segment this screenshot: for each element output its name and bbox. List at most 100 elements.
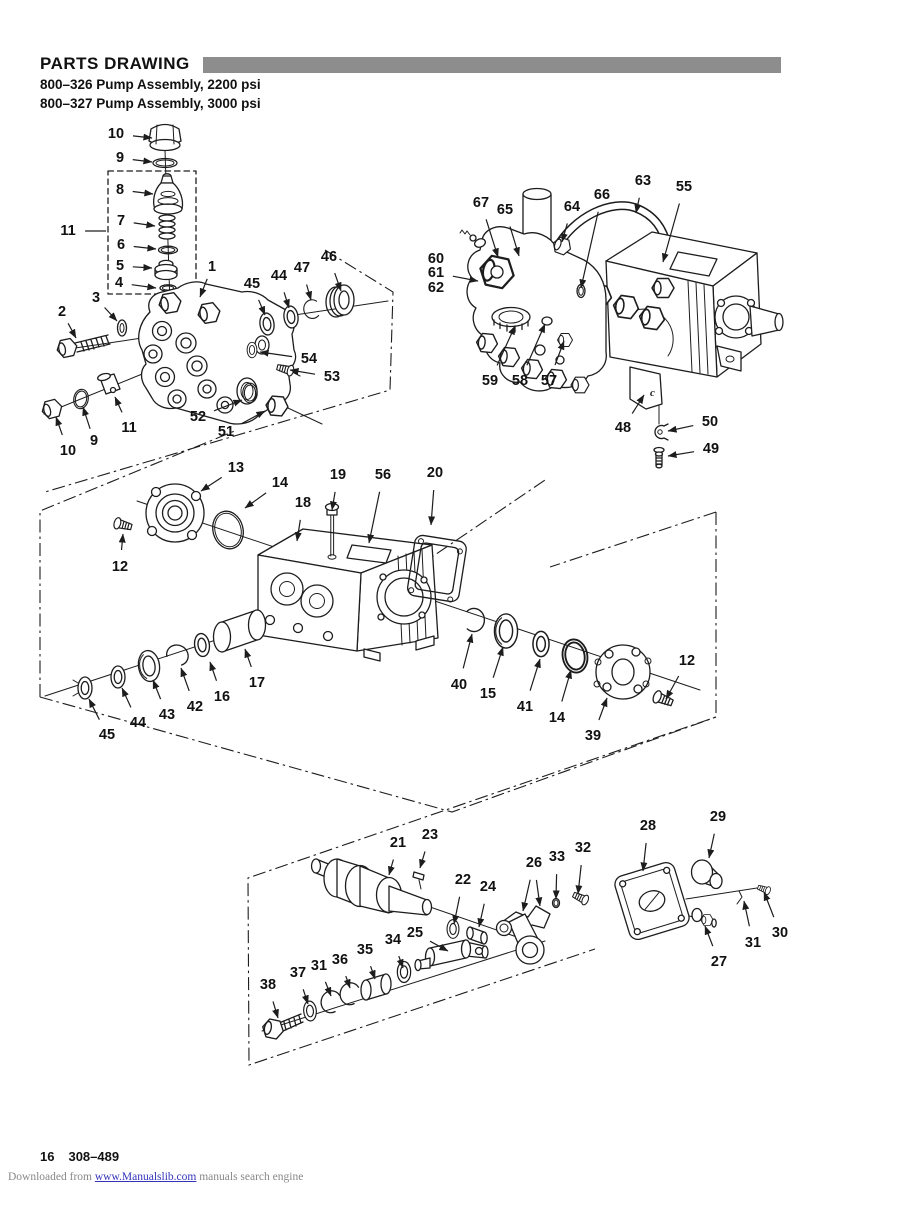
svg-text:9: 9: [90, 433, 98, 449]
callout-14: 14: [549, 669, 572, 726]
callout-53: 53: [289, 367, 340, 385]
callout-47: 47: [294, 260, 313, 301]
callout-63: 63: [634, 173, 651, 214]
svg-text:58: 58: [512, 373, 528, 389]
assembly-subtitle-2200psi: 800–326 Pump Assembly, 2200 psi: [40, 77, 261, 92]
callout-36: 36: [332, 952, 351, 989]
svg-text:43: 43: [159, 707, 175, 723]
callout-45: 45: [88, 698, 115, 743]
svg-text:10: 10: [60, 443, 76, 459]
callout-7: 7: [117, 213, 156, 229]
svg-text:39: 39: [585, 728, 601, 744]
callout-59: 59: [482, 325, 516, 389]
callout-6: 6: [117, 237, 157, 253]
callout-11: 11: [114, 396, 137, 436]
svg-text:40: 40: [451, 677, 467, 693]
callout-28: 28: [640, 818, 656, 872]
svg-text:14: 14: [549, 710, 565, 726]
callout-10: 10: [55, 416, 76, 459]
callout-23: 23: [419, 827, 438, 869]
svg-text:2: 2: [58, 304, 66, 320]
callout-41: 41: [517, 658, 541, 715]
callout-52: 52: [190, 399, 243, 425]
callout-15: 15: [480, 646, 504, 702]
o-ring-9: [152, 157, 178, 169]
svg-text:17: 17: [249, 675, 265, 691]
callout-57: 57: [541, 340, 565, 389]
callout-39: 39: [585, 697, 608, 744]
callout-24: 24: [477, 879, 496, 928]
page-title: PARTS DRAWING: [40, 54, 190, 73]
snap-ring-40: [466, 607, 486, 633]
valve-cap-plug: [148, 123, 182, 152]
svg-text:7: 7: [117, 213, 125, 229]
cylinder-sleeve-17: [212, 609, 267, 653]
svg-text:21: 21: [390, 835, 406, 851]
svg-text:41: 41: [517, 699, 533, 715]
pump-manifold-head: [459, 226, 607, 394]
phantom-boundary-lines: [39, 249, 717, 1066]
svg-text:49: 49: [703, 441, 719, 457]
callout-56: 56: [367, 467, 391, 544]
manifold-exploded-view: [39, 123, 389, 425]
callout-66: 66: [579, 187, 610, 289]
svg-text:61: 61: [428, 265, 444, 281]
screw-12b: [650, 688, 676, 710]
svg-text:30: 30: [772, 925, 788, 941]
callout-64: 64: [560, 199, 580, 243]
svg-text:47: 47: [294, 260, 310, 276]
svg-text:3: 3: [92, 290, 100, 306]
svg-text:1: 1: [208, 259, 216, 275]
crankcase-exploded-view: [44, 483, 701, 710]
seal-46: [325, 284, 355, 318]
callout-13: 13: [200, 460, 244, 492]
pump-body-55: [584, 231, 784, 378]
title-bar: [203, 57, 781, 73]
callout-9: 9: [82, 406, 98, 449]
callout-37: 37: [290, 965, 309, 1005]
svg-text:45: 45: [99, 727, 115, 743]
callout-51: 51: [218, 410, 266, 440]
svg-text:19: 19: [330, 467, 346, 483]
svg-text:55: 55: [676, 179, 692, 195]
callout-12: 12: [112, 533, 128, 575]
callout-19: 19: [330, 467, 346, 511]
callout-22: 22: [452, 872, 471, 925]
svg-text:24: 24: [480, 879, 496, 895]
bracket-cast-letter: c: [650, 387, 655, 399]
callout-50: 50: [667, 414, 718, 433]
callout-26: 26: [521, 855, 543, 912]
callout-1: 1: [199, 259, 216, 298]
seal-37: [302, 1000, 318, 1022]
callout-54: 54: [259, 349, 317, 367]
svg-text:4: 4: [115, 275, 123, 291]
mounting-bracket-48: c: [629, 366, 663, 425]
clip-50: [654, 423, 669, 441]
svg-text:50: 50: [702, 414, 718, 430]
fitting-27: [691, 907, 717, 928]
washer-41: [532, 630, 550, 658]
manualslib-link[interactable]: www.Manualslib.com: [94, 1171, 197, 1183]
callout-8: 8: [116, 182, 154, 198]
svg-text:44: 44: [271, 268, 287, 284]
plunger-rod-25: [414, 939, 489, 972]
callout-33: 33: [549, 849, 565, 900]
svg-text:12: 12: [679, 653, 695, 669]
svg-text:45: 45: [244, 276, 260, 292]
callout-61: 61: [428, 265, 479, 283]
callout-42: 42: [180, 667, 203, 715]
o-ring-33: [551, 897, 561, 909]
svg-text:13: 13: [228, 460, 244, 476]
callout-38: 38: [260, 977, 279, 1019]
valve-kit-dashed-box: [107, 170, 197, 295]
callout-48: 48: [615, 394, 645, 436]
crankshaft-exploded-view: [260, 858, 772, 1041]
svg-text:16: 16: [214, 689, 230, 705]
washer-16: [192, 631, 212, 659]
bearing-cover-13: [145, 483, 205, 543]
callout-60: 60: [428, 251, 444, 267]
screw-32: [570, 889, 591, 907]
page-number: 16: [40, 1149, 55, 1164]
nameplate-56: [346, 544, 392, 564]
callout-18: 18: [294, 495, 311, 542]
